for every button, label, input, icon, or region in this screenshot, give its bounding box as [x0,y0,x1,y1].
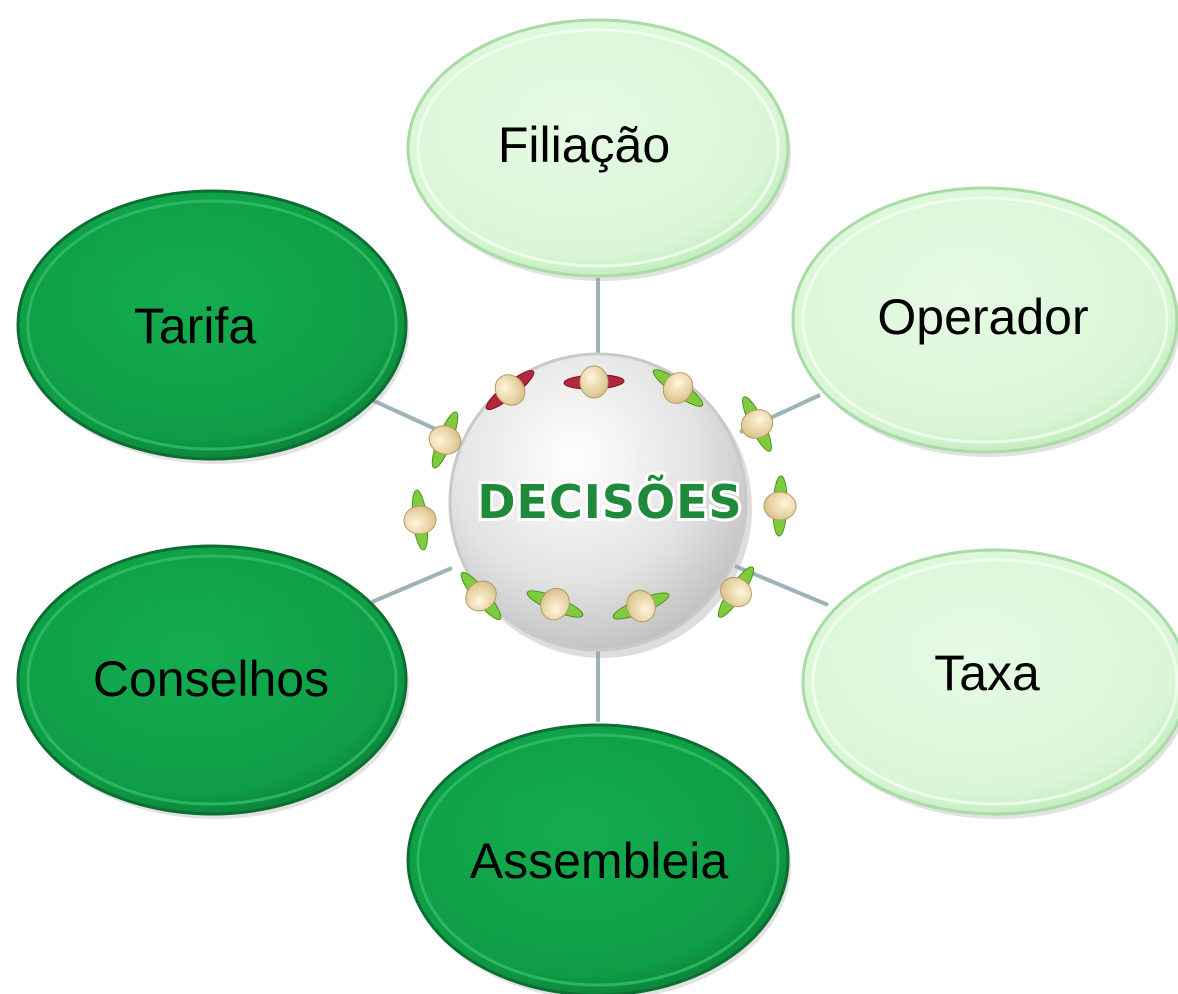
seed-body [494,374,526,406]
seed-body [763,491,797,521]
node-label-conselhos: Conselhos [93,651,329,707]
seed-icon [460,571,502,621]
node-ellipse [791,186,1178,454]
node-rim [26,554,398,806]
seed-body [428,425,462,455]
seed-body [740,409,774,439]
seed-body [465,580,497,612]
node-ellipse [801,548,1178,816]
node-rim [26,199,398,451]
connector-lines [371,278,829,722]
seed-icon [740,396,774,452]
seed-body [662,372,694,404]
node-assembleia: Assembleia [406,723,791,994]
node-ellipse [406,723,790,994]
node-label-operador: Operador [877,289,1088,345]
node-tarifa: Tarifa [16,189,409,464]
seed-icon [526,587,584,621]
node-rim [811,558,1178,806]
center-circle [448,352,748,652]
node-ellipse [406,18,790,278]
node-rim [416,733,780,987]
node-ellipse [16,544,408,816]
seed-body [626,589,656,623]
node-label-filiacao: Filiação [498,117,670,173]
seed-icon [403,489,437,551]
center-label: DECISÕES [477,474,742,529]
center-hub: DECISÕES DECISÕES [403,352,797,658]
seed-body [540,587,570,621]
connector-conselhos [371,566,453,604]
node-label-tarifa: Tarifa [134,298,256,354]
seed-icon [428,411,462,469]
node-ellipse [16,189,408,461]
node-filiacao: Filiação [406,18,791,281]
center-label-outline: DECISÕES [477,474,742,529]
node-conselhos: Conselhos [16,544,409,819]
seed-icon [763,475,797,537]
seed-icon [485,369,535,411]
node-rim [801,196,1169,444]
node-label-assembleia: Assembleia [470,833,729,889]
node-rim [416,28,780,268]
seed-icon [563,365,625,399]
node-label-taxa: Taxa [934,645,1040,701]
node-operador: Operador [791,186,1178,457]
seed-icon [717,566,755,618]
seed-body [720,576,752,608]
seed-body [403,505,437,535]
seed-body [579,365,609,399]
seed-icon [612,589,670,623]
seed-ring [403,365,797,623]
node-taxa: Taxa [801,548,1178,819]
seed-icon [652,369,704,407]
